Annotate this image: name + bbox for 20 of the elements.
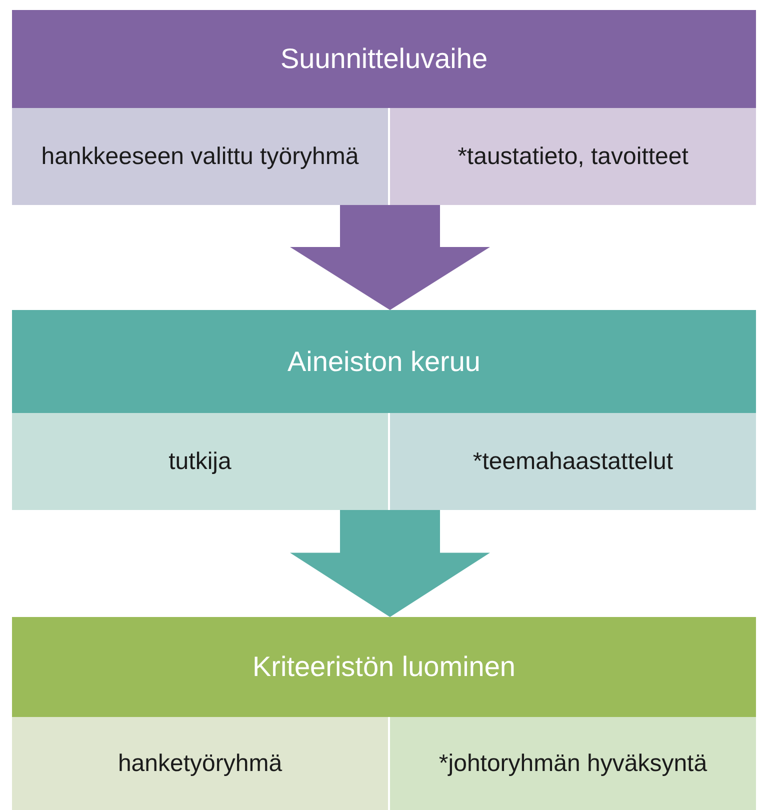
info-cell: [12, 108, 390, 205]
info-cell: [12, 413, 390, 510]
stage-title: Suunnitteluvaihe: [280, 42, 488, 76]
cell-text: hankkeeseen valittu työryhmä: [41, 142, 359, 172]
stage-panel: [12, 617, 756, 810]
info-cell: [390, 413, 756, 510]
cell-text: hanketyöryhmä: [118, 748, 282, 778]
cell-text: tutkija: [168, 446, 232, 476]
info-cell: [12, 717, 390, 810]
block-arrow: [290, 205, 490, 310]
stage-panel: [12, 10, 756, 205]
cell-text: *johtoryhmän hyväksyntä: [438, 748, 708, 778]
info-cell: [390, 717, 756, 810]
info-cell: [390, 108, 756, 205]
stage-title: Kriteeristön luominen: [252, 650, 516, 684]
block-arrow: [290, 510, 490, 617]
stage-title: Aineiston keruu: [287, 344, 480, 378]
cell-text: *taustatieto, tavoitteet: [458, 142, 688, 172]
cell-text: *teemahaastattelut: [472, 446, 674, 476]
stage-panel: [12, 310, 756, 510]
